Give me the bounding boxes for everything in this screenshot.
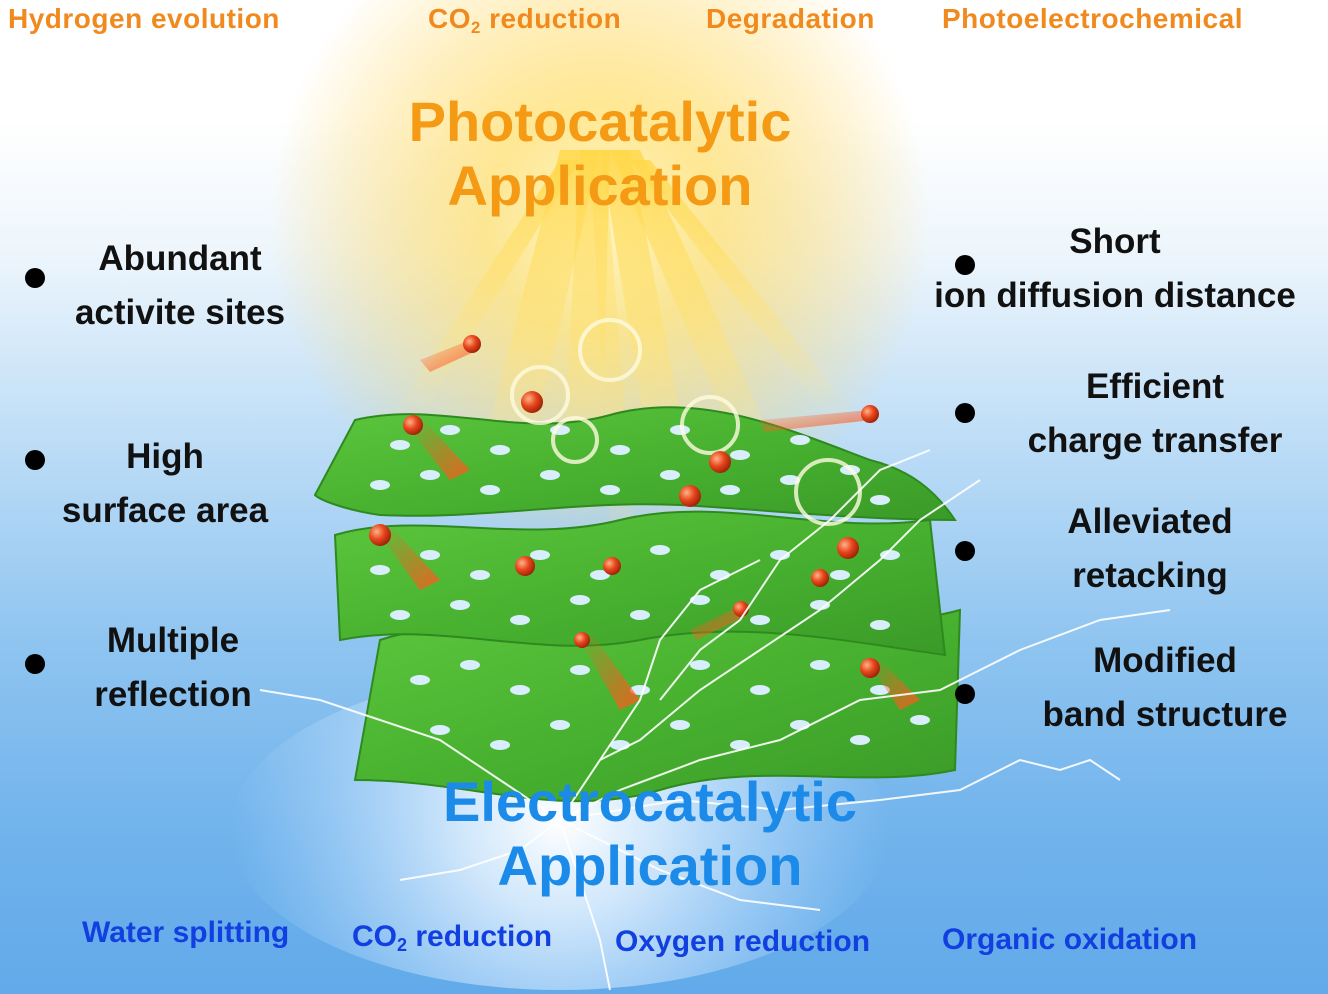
bullet-icon — [955, 541, 975, 561]
co2-suffix: reduction — [480, 3, 622, 34]
feature-line1: High — [126, 437, 204, 476]
co2-subscript: 2 — [471, 18, 481, 37]
photocatalytic-title-line1: Photocatalytic — [408, 90, 792, 153]
bullet-icon — [25, 654, 45, 674]
charge-particles — [369, 335, 920, 710]
co2-subscript: 2 — [397, 935, 408, 955]
co2-suffix: reduction — [407, 920, 553, 953]
feature-short-diffusion: Short ion diffusion distance — [905, 215, 1325, 323]
feature-line1: Modified — [1093, 641, 1237, 680]
lightning-bolts — [259, 449, 1171, 991]
bullet-icon — [955, 255, 975, 275]
photocatalytic-title-line2: Application — [447, 154, 753, 217]
feature-line2: reflection — [94, 675, 252, 714]
feature-multiple-reflection: Multiple reflection — [43, 614, 303, 722]
co2-prefix: CO — [352, 920, 397, 953]
photo-app-photoelectrochemical: Photoelectrochemical — [942, 3, 1243, 34]
feature-line1: Alleviated — [1067, 502, 1233, 541]
electro-app-organic-oxidation: Organic oxidation — [942, 923, 1198, 956]
bullet-icon — [955, 684, 975, 704]
feature-line2: activite sites — [74, 293, 286, 332]
feature-high-surface-area: High surface area — [35, 430, 295, 538]
feature-line1: Short — [1069, 222, 1161, 261]
bullet-icon — [955, 403, 975, 423]
feature-line1: Abundant — [98, 239, 262, 278]
feature-line1: Efficient — [1085, 367, 1225, 406]
feature-line2: band structure — [1042, 695, 1288, 734]
photocatalytic-title: Photocatalytic Application — [250, 90, 950, 218]
electro-app-co2-reduction: CO2 reduction — [352, 920, 552, 956]
feature-charge-transfer: Efficient charge transfer — [995, 360, 1315, 468]
feature-alleviated-restacking: Alleviated retacking — [1000, 495, 1300, 603]
photo-app-hydrogen-evolution: Hydrogen evolution — [8, 3, 280, 34]
nanosheet-middle — [333, 510, 947, 657]
electrocatalytic-title: Electrocatalytic Application — [300, 770, 1000, 898]
photo-app-degradation: Degradation — [706, 3, 875, 34]
bullet-icon — [25, 268, 45, 288]
light-rings — [510, 318, 862, 526]
photo-app-co2-reduction: CO2 reduction — [428, 3, 621, 38]
electro-app-water-splitting: Water splitting — [82, 916, 290, 949]
electro-app-oxygen-reduction: Oxygen reduction — [615, 925, 871, 958]
bullet-icon — [25, 450, 45, 470]
feature-line2: surface area — [61, 491, 269, 530]
sunlight-rays — [270, 0, 930, 600]
feature-abundant-sites: Abundant activite sites — [50, 232, 310, 340]
feature-line2: ion diffusion distance — [934, 276, 1296, 315]
co2-prefix: CO — [428, 3, 471, 34]
feature-band-structure: Modified band structure — [1005, 634, 1325, 742]
electrocatalytic-title-line1: Electrocatalytic — [443, 770, 857, 833]
feature-line2: charge transfer — [1027, 421, 1283, 460]
feature-line1: Multiple — [106, 621, 240, 660]
feature-line2: retacking — [1072, 556, 1228, 595]
electrocatalytic-title-line2: Application — [497, 834, 803, 897]
